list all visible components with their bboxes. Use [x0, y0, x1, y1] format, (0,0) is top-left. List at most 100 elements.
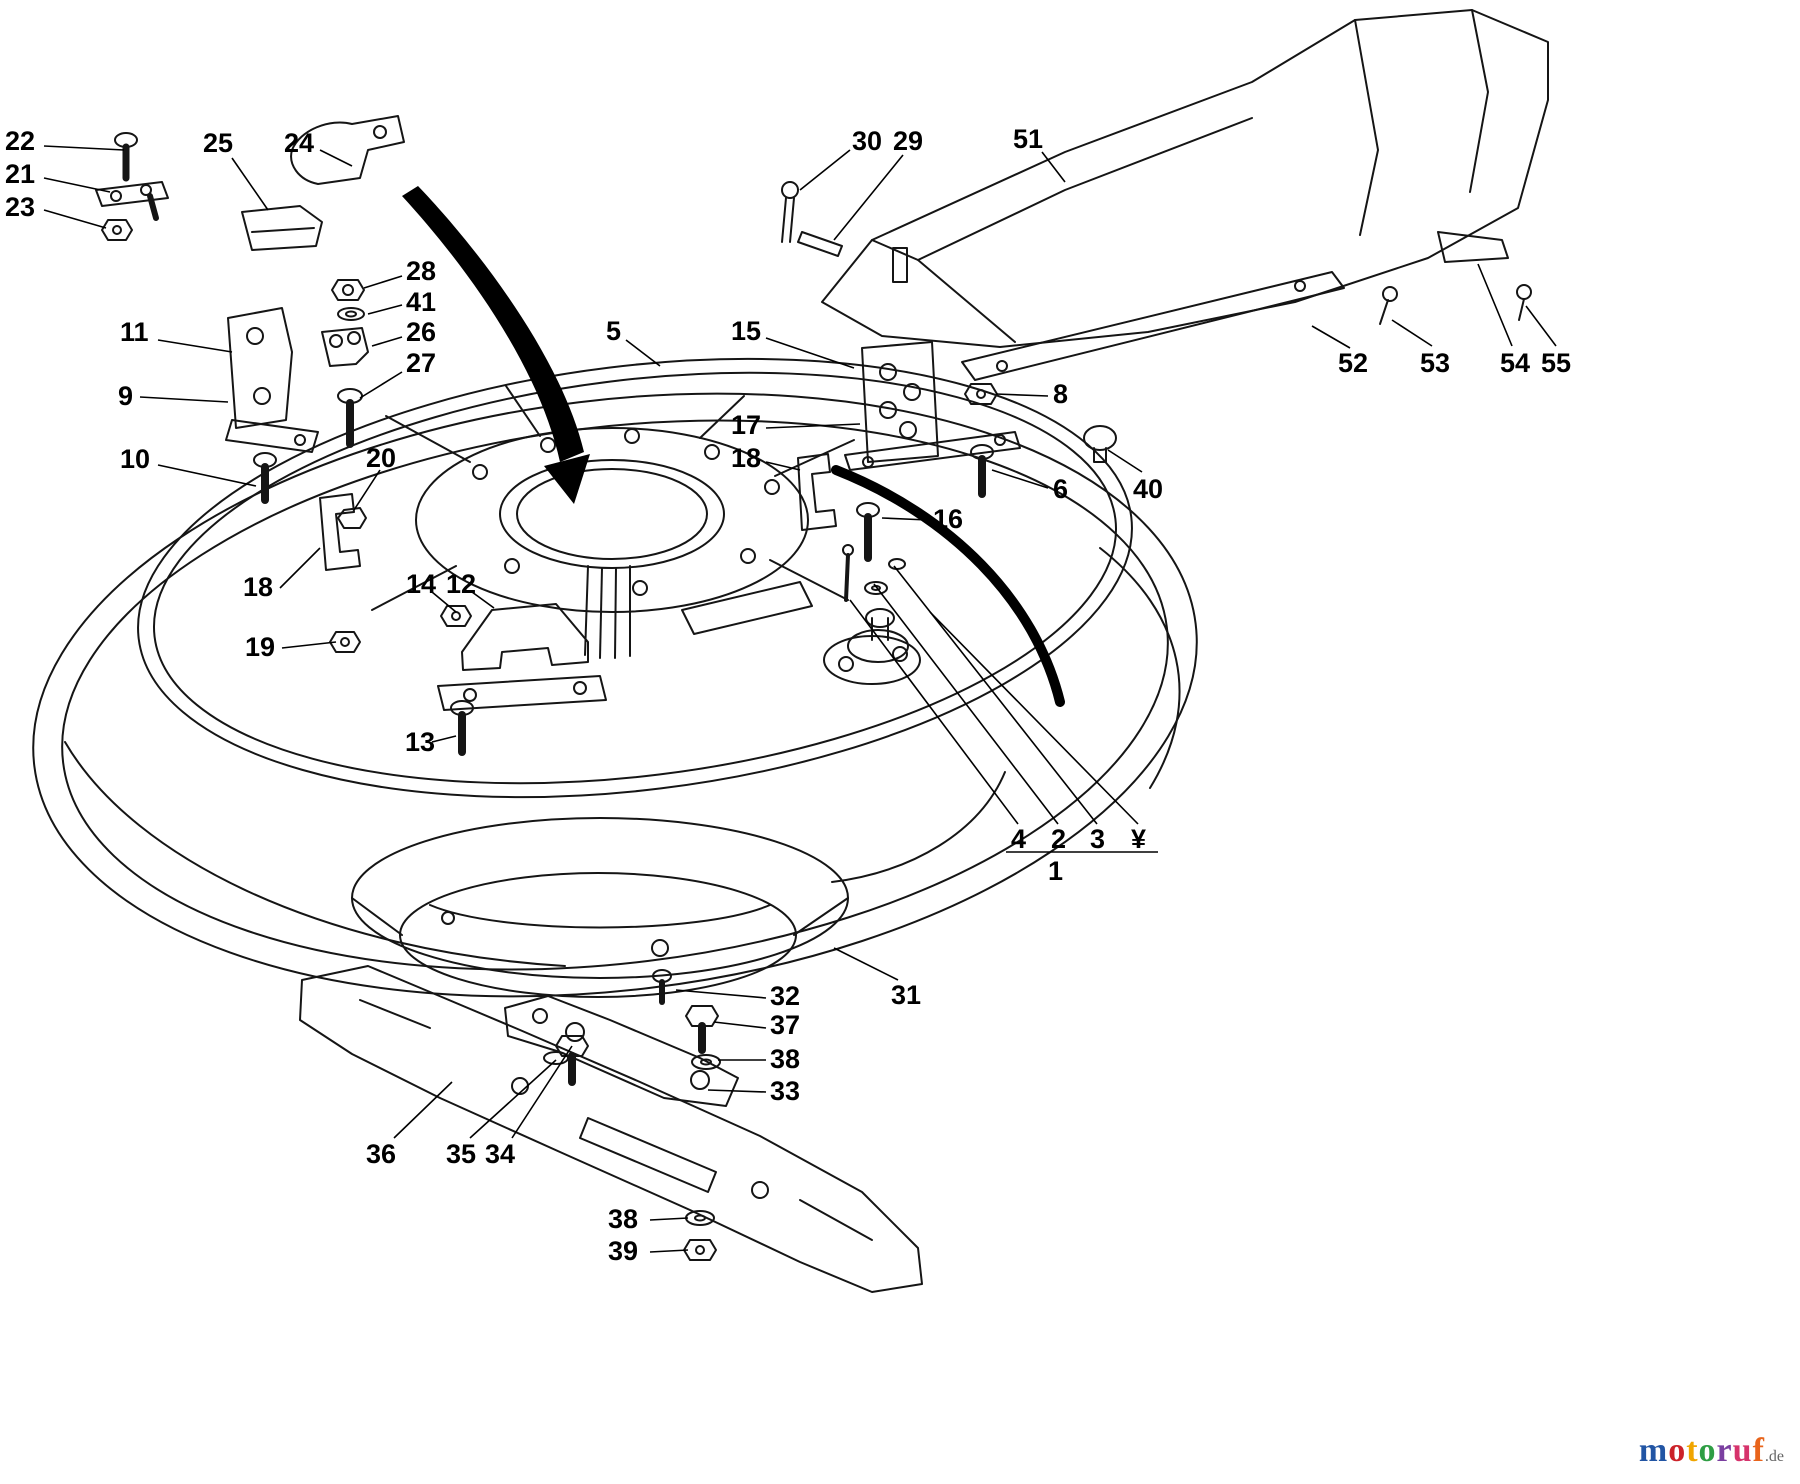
callout-5: 5 — [606, 316, 622, 346]
leader-line-3 — [893, 565, 1098, 825]
leader-line-39 — [649, 1249, 689, 1253]
callout-38: 38 — [608, 1204, 639, 1234]
leader-line-54 — [1477, 263, 1513, 347]
leader-line-9 — [139, 396, 229, 403]
callout-20: 20 — [366, 443, 397, 473]
callout-39: 39 — [608, 1236, 639, 1266]
leader-line-32 — [675, 989, 767, 999]
watermark-letter: r — [1716, 1432, 1733, 1469]
watermark-letter: f — [1752, 1432, 1765, 1469]
leader-line-41 — [367, 304, 403, 315]
callout-22: 22 — [5, 126, 36, 156]
watermark-letter: u — [1732, 1432, 1753, 1469]
leader-line-¥ — [929, 611, 1139, 825]
watermark-logo: motoruf.de — [1639, 1434, 1784, 1468]
leader-line-26 — [371, 336, 403, 347]
callout-3: 3 — [1090, 824, 1106, 854]
leader-line-22 — [43, 145, 125, 151]
callout-30: 30 — [852, 126, 883, 156]
leader-line-15 — [765, 337, 855, 369]
callout-18: 18 — [243, 572, 274, 602]
callout-38: 38 — [770, 1044, 801, 1074]
leader-line-5 — [625, 339, 661, 367]
leader-line-53 — [1391, 319, 1433, 347]
callout-31: 31 — [891, 980, 922, 1010]
callout-24: 24 — [284, 128, 315, 158]
callout-28: 28 — [406, 256, 437, 286]
watermark-letter: m — [1638, 1432, 1669, 1469]
leader-line-8 — [995, 393, 1049, 397]
leader-line-6 — [991, 469, 1049, 489]
callout-4: 4 — [1011, 824, 1027, 854]
callout-52: 52 — [1338, 348, 1369, 378]
callout-12: 12 — [446, 569, 477, 599]
leader-line-24 — [319, 149, 353, 167]
callout-34: 34 — [485, 1139, 516, 1169]
callout-21: 21 — [5, 159, 36, 189]
leader-line-20 — [353, 469, 381, 511]
callout-40: 40 — [1133, 474, 1164, 504]
callout-27: 27 — [406, 348, 437, 378]
callout-16: 16 — [933, 504, 964, 534]
leader-line-30 — [799, 149, 851, 191]
callout-51: 51 — [1013, 124, 1044, 154]
watermark-letter: t — [1686, 1432, 1699, 1469]
callout-53: 53 — [1420, 348, 1451, 378]
callout-33: 33 — [770, 1076, 801, 1106]
callout-6: 6 — [1053, 474, 1069, 504]
leader-line-31 — [833, 947, 899, 981]
leader-line-4 — [849, 599, 1019, 825]
callout-¥: ¥ — [1131, 824, 1147, 854]
leader-line-29 — [833, 154, 904, 241]
leader-line-13 — [431, 735, 457, 743]
leader-line-17 — [765, 423, 861, 429]
leader-line-34 — [511, 1045, 573, 1139]
callout-37: 37 — [770, 1010, 801, 1040]
leader-line-28 — [363, 275, 403, 289]
leader-line-11 — [157, 339, 233, 353]
leader-line-10 — [157, 464, 257, 487]
callout-29: 29 — [893, 126, 924, 156]
callout-26: 26 — [406, 317, 437, 347]
leader-line-23 — [43, 209, 107, 229]
leader-line-18 — [765, 461, 801, 471]
callout-54: 54 — [1500, 348, 1531, 378]
callout-14: 14 — [406, 569, 437, 599]
watermark-suffix: .de — [1764, 1448, 1784, 1465]
leader-line-2 — [873, 583, 1059, 825]
leader-line-35 — [469, 1059, 557, 1139]
callout-55: 55 — [1541, 348, 1572, 378]
callout-1: 1 — [1048, 856, 1064, 886]
callout-9: 9 — [118, 381, 134, 411]
leader-lines-layer — [43, 145, 1557, 1253]
callout-36: 36 — [366, 1139, 397, 1169]
callout-32: 32 — [770, 981, 801, 1011]
callout-25: 25 — [203, 128, 234, 158]
callout-17: 17 — [731, 410, 762, 440]
leader-line-51 — [1041, 151, 1066, 183]
watermark-letter: o — [1668, 1432, 1687, 1469]
callout-35: 35 — [446, 1139, 477, 1169]
callout-18: 18 — [731, 443, 762, 473]
leader-line-16 — [881, 517, 929, 521]
leader-line-36 — [393, 1081, 453, 1139]
callout-13: 13 — [405, 727, 436, 757]
leader-line-21 — [43, 177, 111, 193]
leader-line-33 — [707, 1089, 767, 1093]
callout-15: 15 — [731, 316, 762, 346]
leader-line-37 — [713, 1021, 767, 1029]
watermark-letter: o — [1698, 1432, 1717, 1469]
leader-line-40 — [1107, 449, 1143, 473]
leader-line-12 — [471, 591, 495, 609]
callout-8: 8 — [1053, 379, 1069, 409]
leader-line-14 — [431, 591, 457, 613]
callout-11: 11 — [120, 317, 149, 347]
callout-19: 19 — [245, 632, 276, 662]
leader-line-38 — [649, 1217, 689, 1221]
leader-line-52 — [1311, 325, 1351, 349]
leader-line-25 — [231, 157, 269, 211]
callout-23: 23 — [5, 192, 36, 222]
leader-line-18 — [279, 547, 321, 589]
